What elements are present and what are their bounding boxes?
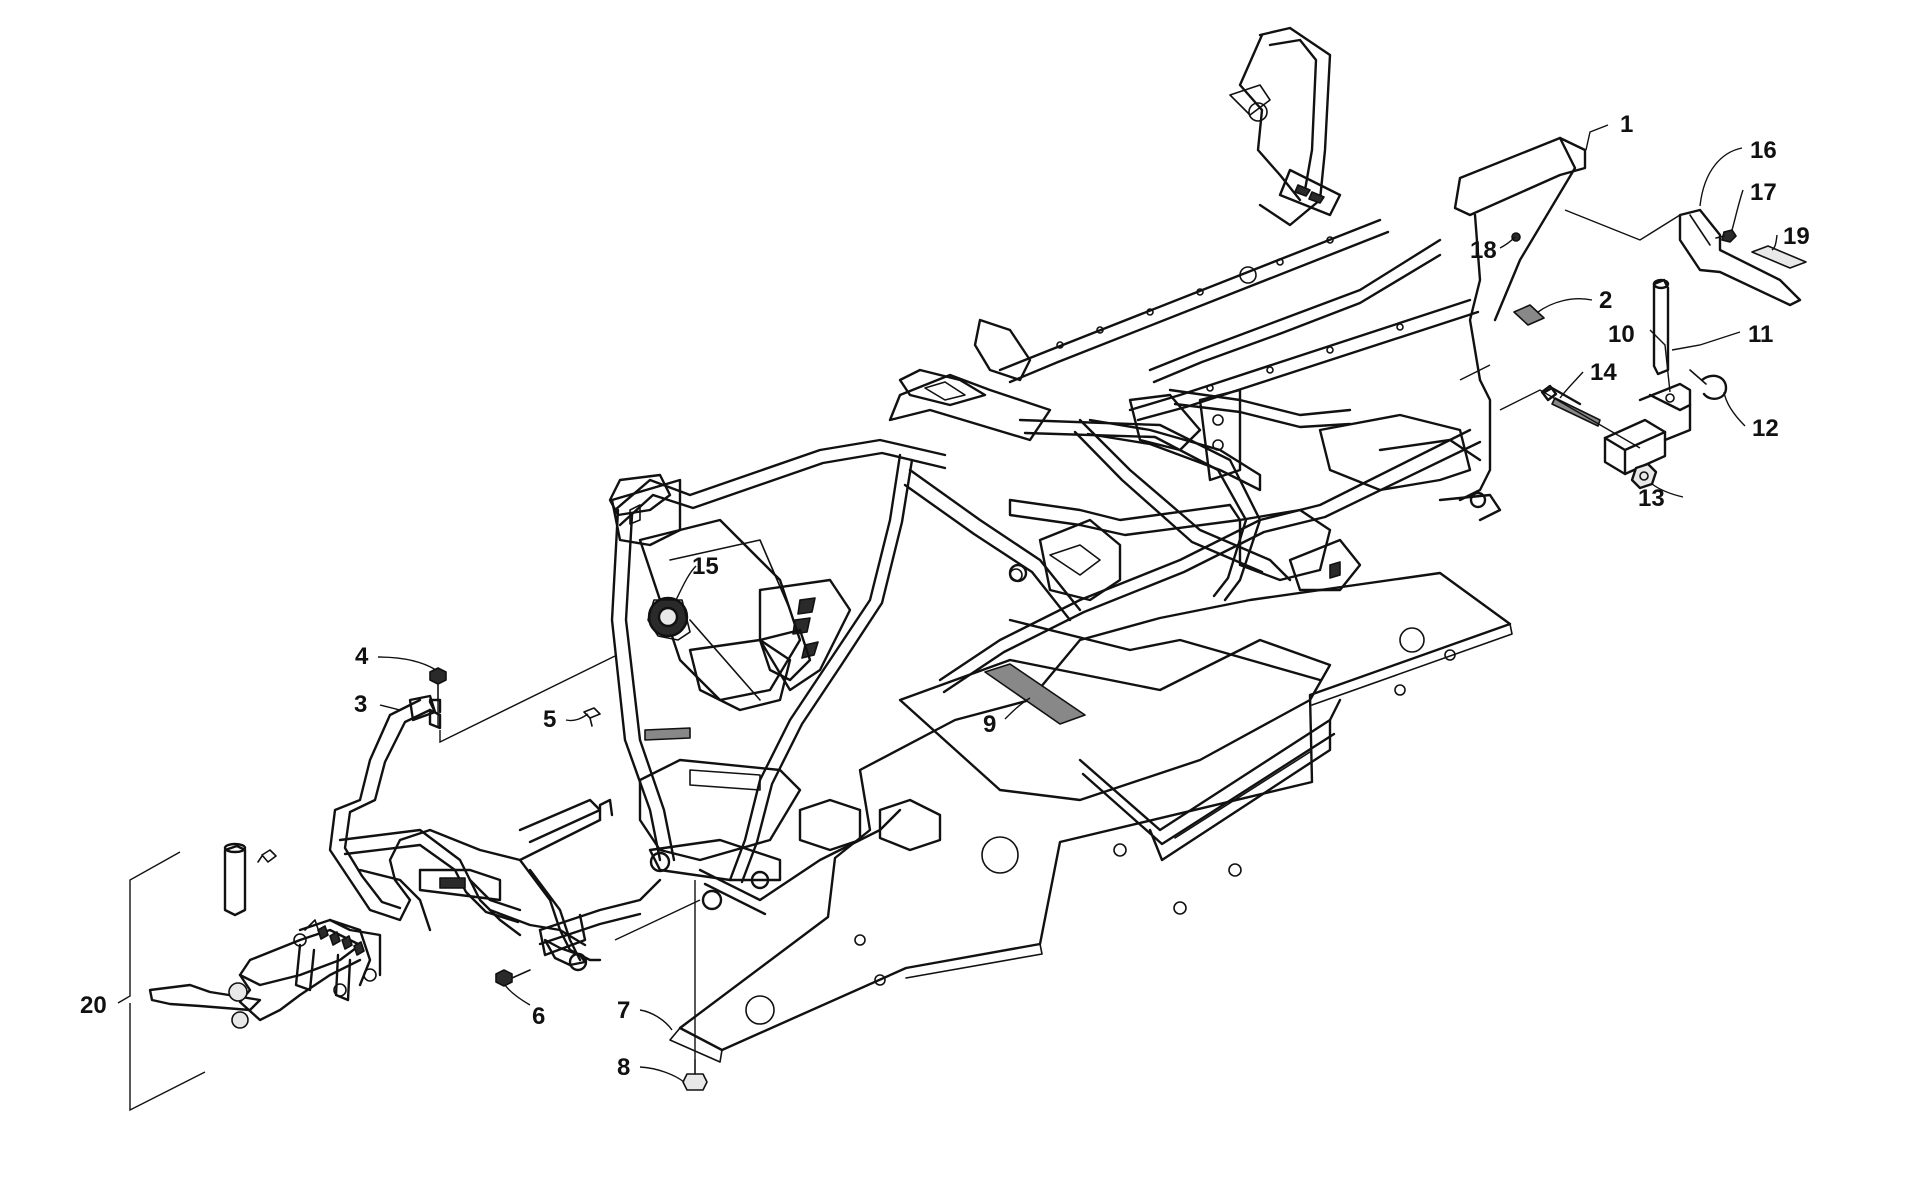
callout-20: 20 — [80, 992, 107, 1019]
callout-10: 10 — [1608, 321, 1635, 348]
bolt-14 — [1540, 384, 1601, 427]
fastener-8 — [682, 1059, 708, 1091]
fastener-6 — [495, 969, 531, 987]
callout-16: 16 — [1750, 137, 1777, 164]
callout-12: 12 — [1752, 415, 1779, 442]
callout-18: 18 — [1470, 237, 1497, 264]
fastener-18 — [1511, 232, 1521, 242]
skid-plate — [669, 571, 1513, 1063]
front-bumper — [328, 694, 662, 972]
decal-2 — [1513, 304, 1545, 326]
callout-7: 7 — [617, 997, 630, 1024]
bearing-15 — [647, 596, 761, 701]
tow-hook-assembly — [148, 842, 382, 1029]
callout-labels: 1 2 3 4 5 6 7 8 9 10 11 12 13 14 15 16 1… — [80, 111, 1810, 1081]
mud-flap-16 — [1678, 208, 1802, 307]
callout-14: 14 — [1590, 359, 1617, 386]
fastener-5 — [583, 707, 601, 727]
callout-19: 19 — [1783, 223, 1810, 250]
callout-5: 5 — [543, 706, 556, 733]
callout-8: 8 — [617, 1054, 630, 1081]
callout-2: 2 — [1599, 287, 1612, 314]
screw-17 — [1715, 229, 1737, 243]
hitch-receiver — [1603, 382, 1692, 476]
clip-12 — [1689, 369, 1728, 400]
callout-15: 15 — [692, 553, 719, 580]
main-frame — [608, 26, 1587, 916]
fastener-4 — [429, 667, 447, 701]
floor-pad — [984, 663, 1086, 725]
pad-19 — [1751, 245, 1807, 269]
callout-6: 6 — [532, 1003, 545, 1030]
callout-9: 9 — [983, 711, 996, 738]
leader-lines — [117, 124, 1778, 1112]
callout-3: 3 — [354, 691, 367, 718]
callout-17: 17 — [1750, 179, 1777, 206]
callout-1: 1 — [1620, 111, 1633, 138]
callout-4: 4 — [355, 643, 369, 670]
callout-13: 13 — [1638, 485, 1665, 512]
callout-11: 11 — [1748, 321, 1773, 348]
